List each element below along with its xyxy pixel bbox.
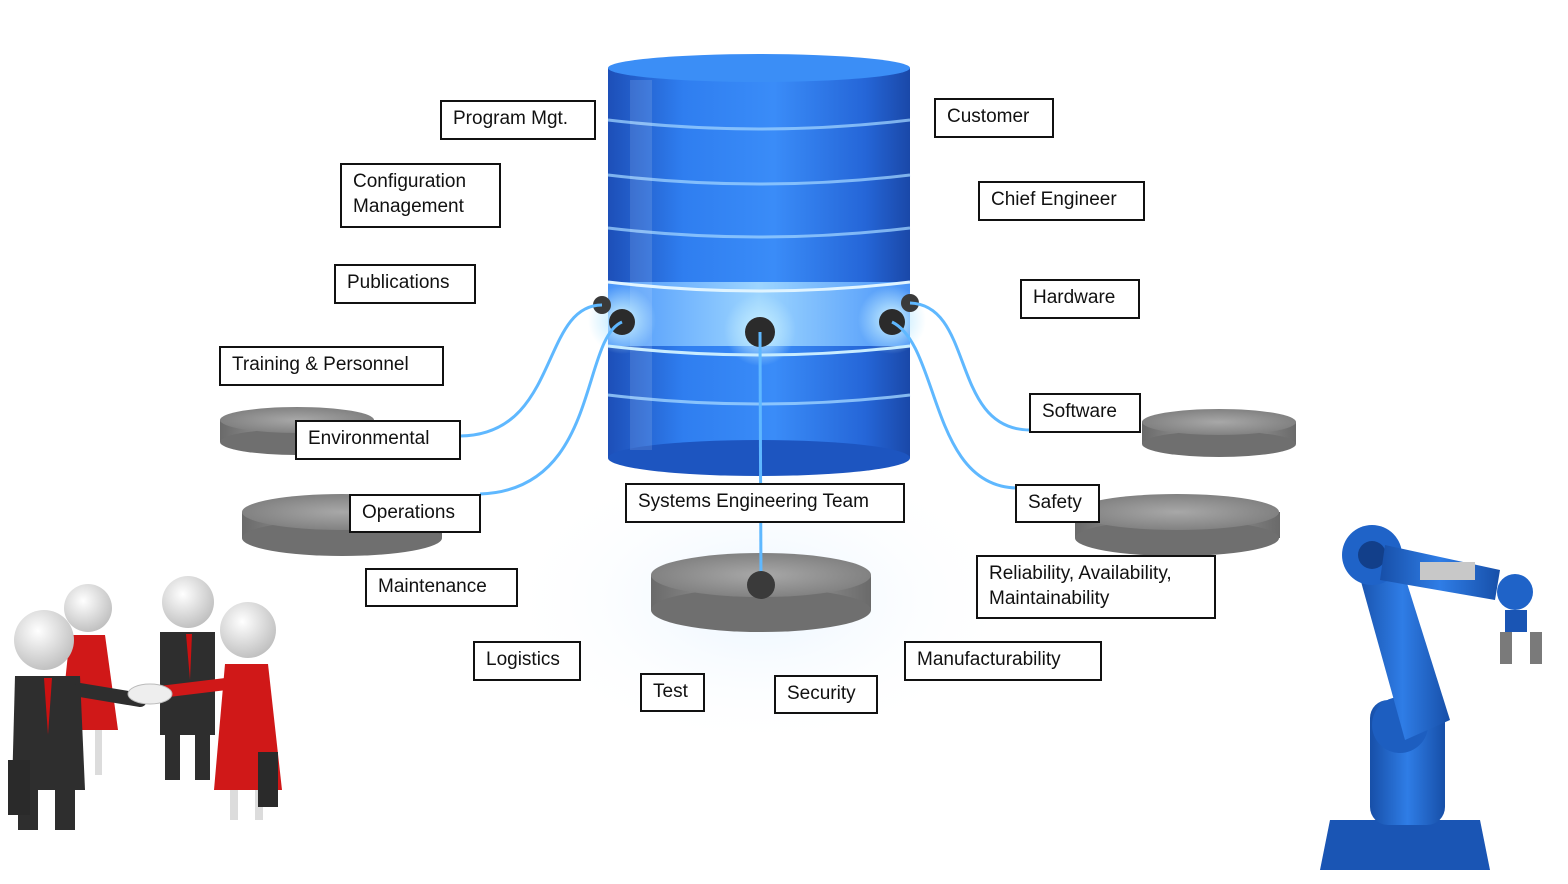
- label-logistics: Logistics: [473, 641, 581, 681]
- cables: [459, 301, 1031, 586]
- label-operations: Operations: [349, 494, 481, 533]
- port-right: [858, 286, 926, 354]
- port-left: [588, 286, 656, 354]
- cable-environmental: [459, 303, 603, 438]
- cable-operations: [479, 320, 623, 496]
- cable-safety: [891, 320, 1019, 490]
- label-safety: Safety: [1015, 484, 1100, 523]
- team-illustration: [8, 576, 282, 830]
- label-manufacturability: Manufacturability: [904, 641, 1102, 681]
- label-configuration-management: Configuration Management: [340, 163, 501, 228]
- label-chief-engineer: Chief Engineer: [978, 181, 1145, 221]
- label-customer: Customer: [934, 98, 1054, 138]
- cable-center: [758, 331, 763, 586]
- label-test: Test: [640, 673, 705, 712]
- robot-arm-illustration: [1320, 525, 1542, 870]
- platform-right-lower: [1075, 494, 1280, 556]
- label-software: Software: [1029, 393, 1141, 433]
- label-environmental: Environmental: [295, 420, 461, 460]
- label-publications: Publications: [334, 264, 476, 304]
- label-reliability-availability-maintainability: Reliability, Availability, Maintainabili…: [976, 555, 1216, 619]
- label-systems-engineering-team: Systems Engineering Team: [625, 483, 905, 523]
- label-hardware: Hardware: [1020, 279, 1140, 319]
- cable-software: [909, 301, 1031, 432]
- label-maintenance: Maintenance: [365, 568, 518, 607]
- label-program-mgt: Program Mgt.: [440, 100, 596, 140]
- label-training-personnel: Training & Personnel: [219, 346, 444, 386]
- platform-right-upper: [1142, 409, 1296, 457]
- center-plug: [747, 571, 775, 599]
- label-security: Security: [774, 675, 878, 714]
- platform-center: [651, 553, 871, 632]
